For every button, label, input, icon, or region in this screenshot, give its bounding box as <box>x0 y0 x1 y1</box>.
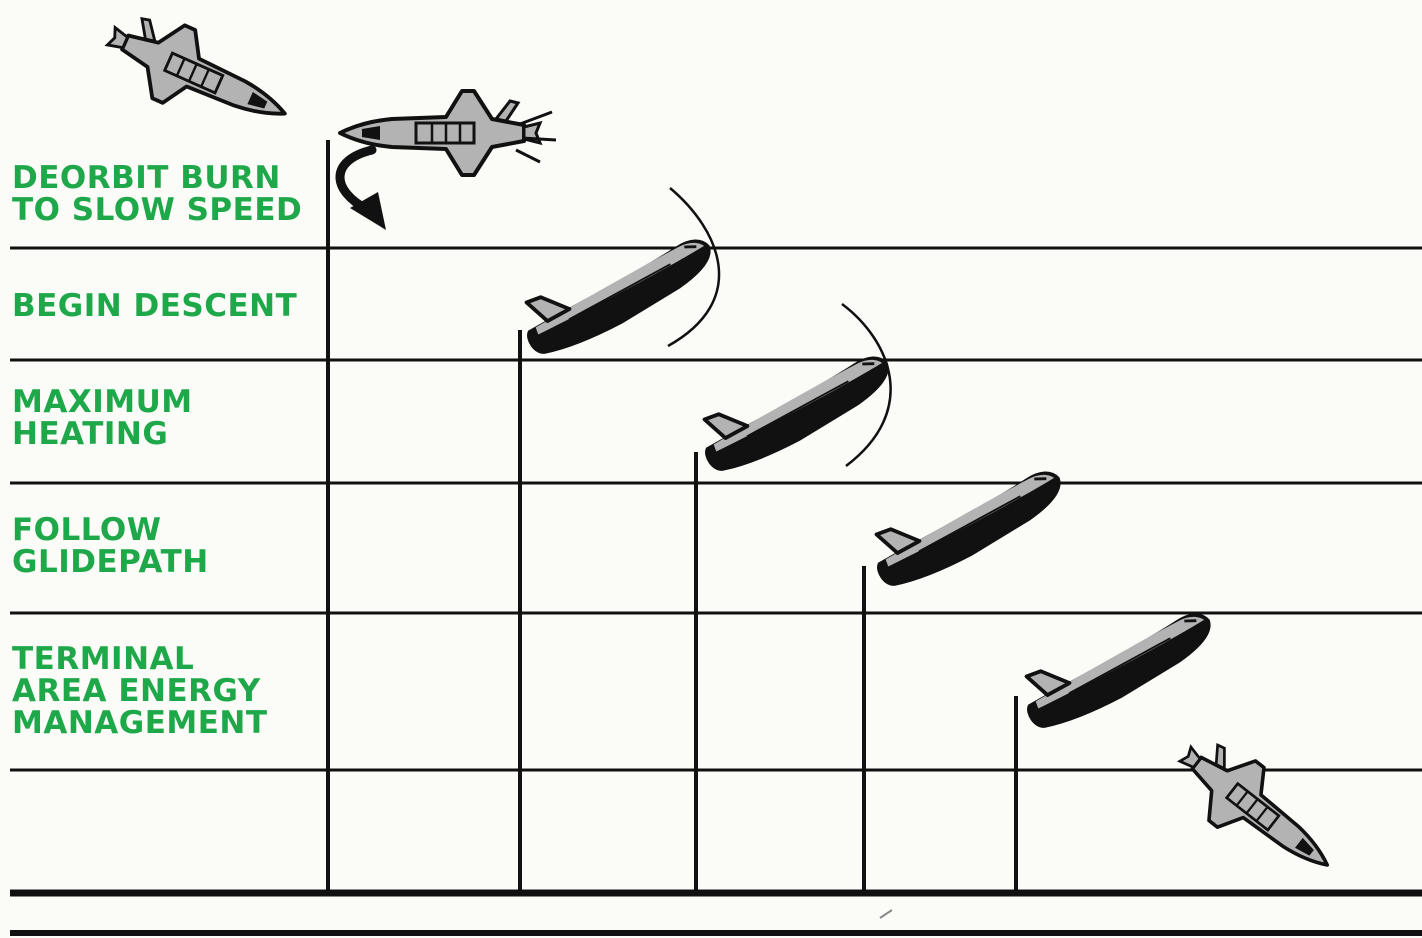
stage-label-line: MAXIMUM <box>12 386 193 418</box>
shuttle-taem-icon <box>1016 610 1224 732</box>
stage-label-line: DEORBIT BURN <box>12 162 302 194</box>
stage-label-line: AREA ENERGY <box>12 675 268 707</box>
stage-label-maximum-heating: MAXIMUM HEATING <box>12 386 193 450</box>
shuttle-landing-icon <box>1162 724 1350 894</box>
shuttle-burn-icon <box>340 91 540 175</box>
shuttle-orbit-icon <box>95 0 301 150</box>
stage-label-line: HEATING <box>12 418 193 450</box>
shuttle-descent-icon <box>516 236 724 358</box>
stage-label-line: TERMINAL <box>12 643 268 675</box>
stage-label-line: FOLLOW <box>12 514 209 546</box>
stage-label-begin-descent: BEGIN DESCENT <box>12 290 297 322</box>
stage-label-line: BEGIN DESCENT <box>12 290 297 322</box>
stage-label-terminal-area-energy-management: TERMINAL AREA ENERGY MANAGEMENT <box>12 643 268 739</box>
scan-mark <box>880 910 892 918</box>
stage-label-line: GLIDEPATH <box>12 546 209 578</box>
stage-label-follow-glidepath: FOLLOW GLIDEPATH <box>12 514 209 578</box>
shuttle-glide-icon <box>866 468 1074 590</box>
stage-label-line: TO SLOW SPEED <box>12 194 302 226</box>
shuttle-heating-icon <box>694 353 902 475</box>
stage-label-line: MANAGEMENT <box>12 707 268 739</box>
stage-label-deorbit-burn: DEORBIT BURN TO SLOW SPEED <box>12 162 302 226</box>
